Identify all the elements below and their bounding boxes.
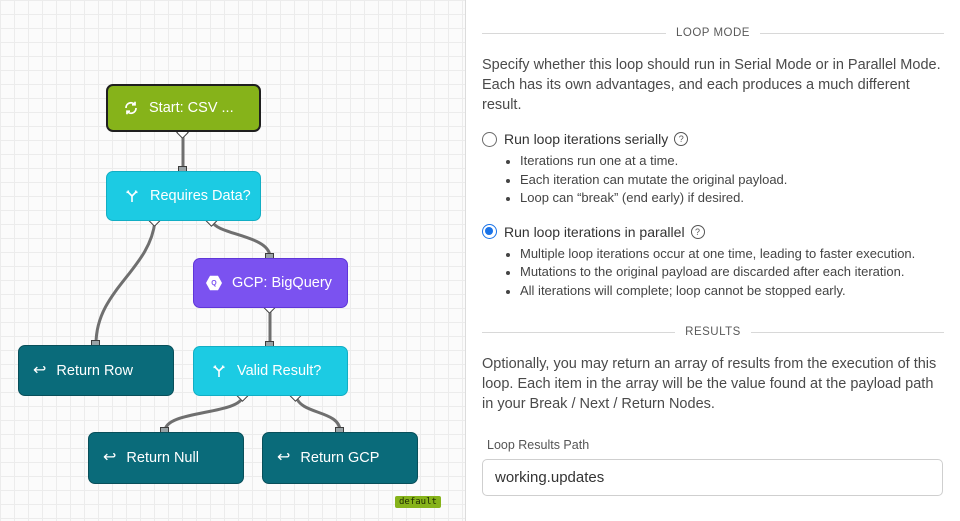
radio-option-serial[interactable]: Run loop iterations serially ?	[482, 131, 944, 147]
node-label: Return Row	[56, 362, 133, 379]
node-return-null[interactable]: ↩ Return Null	[88, 432, 244, 484]
serial-label: Run loop iterations serially	[504, 131, 669, 147]
loop-results-path-label: Loop Results Path	[487, 438, 590, 452]
branch-icon	[210, 362, 228, 380]
node-label: Return Null	[126, 450, 199, 466]
edge-valid-return-gcp	[294, 394, 342, 433]
node-label: Return GCP	[300, 450, 380, 466]
node-return-gcp[interactable]: ↩ Return GCP	[262, 432, 418, 484]
help-icon[interactable]: ?	[674, 132, 689, 146]
node-gcp-bigquery[interactable]: Q GCP: BigQuery	[193, 258, 348, 308]
return-arrow-icon: ↩	[103, 449, 117, 466]
workflow-canvas[interactable]: Start: CSV ... Requires Data? Q GCP: Big…	[0, 0, 466, 521]
serial-bullets: Iterations run one at a time. Each itera…	[504, 152, 944, 208]
section-title: LOOP MODE	[666, 27, 760, 39]
loop-settings-panel: LOOP MODE Specify whether this loop shou…	[467, 0, 960, 521]
node-label: Requires Data?	[150, 188, 251, 204]
node-start-csv[interactable]: Start: CSV ...	[106, 84, 261, 132]
return-arrow-icon: ↩	[277, 449, 291, 466]
list-item: Multiple loop iterations occur at one ti…	[504, 245, 944, 264]
workflow-edges	[94, 131, 342, 433]
loop-results-path-input[interactable]: working.updates	[482, 459, 943, 496]
edge-requires-gcp	[210, 219, 272, 259]
help-icon[interactable]: ?	[690, 224, 705, 239]
edge-valid-return-null	[163, 394, 245, 433]
list-item: All iterations will complete; loop canno…	[504, 282, 944, 301]
list-item: Mutations to the original payload are di…	[504, 263, 944, 282]
results-description: Optionally, you may return an array of r…	[482, 356, 937, 412]
loop-mode-description: Specify whether this loop should run in …	[482, 57, 941, 113]
section-header-results: RESULTS	[482, 322, 944, 342]
edge-requires-return-row	[94, 219, 157, 346]
parallel-bullets: Multiple loop iterations occur at one ti…	[504, 245, 944, 301]
serial-radio[interactable]	[482, 131, 497, 147]
node-label: Start: CSV ...	[149, 100, 234, 116]
list-item: Loop can “break” (end early) if desired.	[504, 189, 944, 208]
node-requires-data[interactable]: Requires Data?	[106, 171, 261, 221]
parallel-radio[interactable]	[482, 224, 497, 239]
branch-icon	[123, 187, 141, 205]
bigquery-icon: Q	[206, 275, 222, 291]
node-return-row[interactable]: ↩ Return Row	[18, 345, 174, 396]
section-title: RESULTS	[675, 326, 751, 338]
node-label: Valid Result?	[237, 363, 322, 379]
list-item: Each iteration can mutate the original p…	[504, 171, 944, 190]
default-version-badge: default	[395, 496, 441, 508]
section-header-loop-mode: LOOP MODE	[482, 23, 944, 43]
radio-option-parallel[interactable]: Run loop iterations in parallel ?	[482, 224, 944, 240]
node-label: GCP: BigQuery	[232, 275, 332, 291]
list-item: Iterations run one at a time.	[504, 152, 944, 171]
loop-icon	[122, 99, 140, 117]
node-valid-result[interactable]: Valid Result?	[193, 346, 348, 396]
parallel-label: Run loop iterations in parallel	[504, 223, 685, 240]
return-arrow-icon: ↩	[33, 361, 47, 379]
